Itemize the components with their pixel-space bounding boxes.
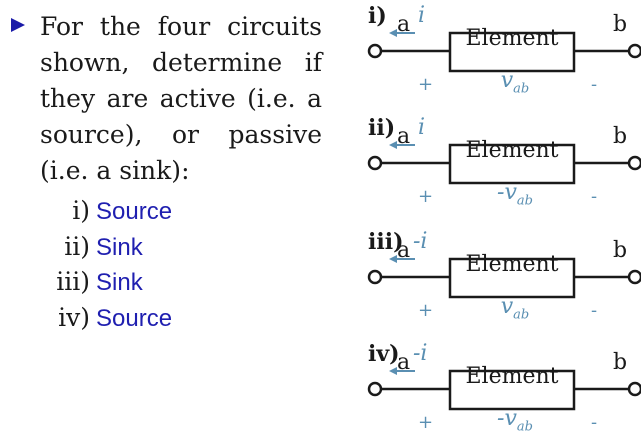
node-a-label: a: [397, 124, 411, 149]
circuit-label: iii): [368, 229, 404, 255]
voltage-label: vab: [500, 68, 530, 97]
answer-number: iii): [56, 267, 90, 296]
circuit-diagram-3: iii) a b -i Element vab + -: [355, 226, 641, 336]
element-label: Element: [465, 252, 559, 277]
circuit-label: iv): [368, 341, 400, 367]
answer-item-4: iv)Source: [40, 300, 172, 336]
answer-item-3: iii)Sink: [40, 264, 172, 300]
current-label: -i: [413, 229, 428, 254]
answer-number: i): [72, 196, 90, 225]
circuit-schematic-icon: [367, 141, 641, 185]
answer-number: iv): [58, 302, 90, 332]
answer-value: Source: [96, 198, 173, 225]
question-panel: For the four circuits shown, determine i…: [11, 12, 322, 335]
node-b-label: b: [613, 238, 628, 263]
minus-sign: -: [591, 300, 598, 321]
node-b-label: b: [613, 124, 628, 149]
circuit-label: i): [368, 3, 387, 29]
triangle-bullet-icon: [11, 18, 25, 32]
plus-sign: +: [418, 74, 434, 95]
plus-sign: +: [418, 186, 434, 207]
node-b-label: b: [613, 350, 628, 375]
element-label: Element: [465, 364, 559, 389]
node-b-label: b: [613, 12, 628, 37]
element-label: Element: [465, 26, 559, 51]
question-prompt: For the four circuits shown, determine i…: [40, 12, 322, 185]
answer-item-2: ii)Sink: [40, 229, 172, 265]
circuit-diagram-4: iv) a b -i Element -vab + -: [355, 338, 641, 448]
minus-sign: -: [591, 74, 598, 95]
voltage-label: -vab: [497, 180, 533, 209]
answer-list: i)Source ii)Sink iii)Sink iv)Source: [40, 193, 172, 335]
circuit-schematic-icon: [367, 367, 641, 411]
answer-value: Sink: [96, 269, 143, 296]
circuit-label: ii): [368, 115, 396, 141]
node-a-label: a: [397, 350, 411, 375]
plus-sign: +: [418, 300, 434, 321]
element-label: Element: [465, 138, 559, 163]
answer-value: Sink: [96, 233, 143, 261]
minus-sign: -: [591, 186, 598, 207]
current-label: i: [418, 3, 426, 28]
circuit-diagram-2: ii) a b i Element -vab + -: [355, 112, 641, 222]
plus-sign: +: [418, 412, 434, 433]
node-a-label: a: [397, 238, 411, 263]
current-label: i: [418, 115, 426, 140]
voltage-label: vab: [500, 294, 530, 323]
circuit-schematic-icon: [367, 29, 641, 73]
answer-value: Source: [96, 304, 173, 332]
circuit-diagram-1: i) a b i Element vab + -: [355, 0, 641, 110]
node-a-label: a: [397, 12, 411, 37]
current-label: -i: [413, 341, 428, 366]
voltage-label: -vab: [497, 406, 533, 435]
circuit-schematic-icon: [367, 255, 641, 299]
answer-item-1: i)Source: [40, 193, 172, 229]
answer-number: ii): [64, 231, 90, 261]
minus-sign: -: [591, 412, 598, 433]
